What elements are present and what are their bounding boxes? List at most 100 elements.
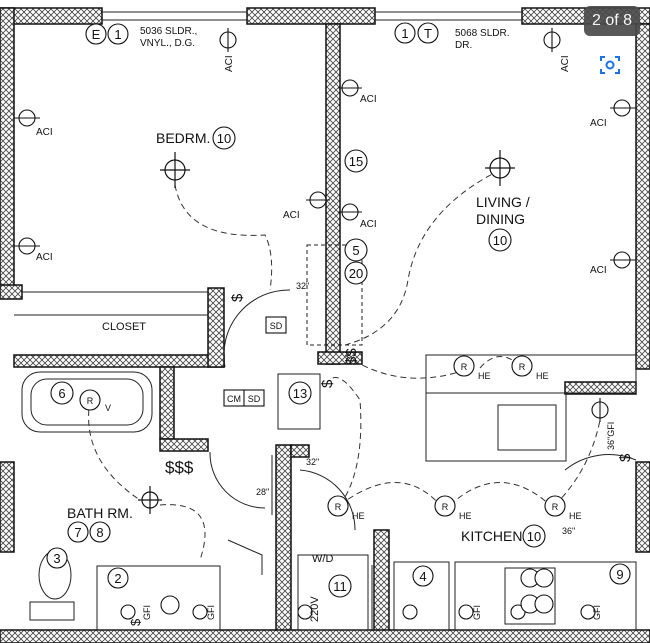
door-width-label: 36" — [562, 526, 575, 536]
tag-t-text: T — [424, 26, 432, 41]
tag-1-left — [107, 23, 129, 45]
gfi-label: GFI — [472, 605, 482, 620]
door-width-label: 32" — [306, 457, 319, 467]
sd-label: SD — [248, 394, 261, 404]
tag-4 — [412, 565, 434, 587]
tag-1-right — [394, 22, 416, 44]
room-label-closet: CLOSET — [102, 321, 146, 333]
slider-note-left-2: VNYL., D.G. — [140, 38, 195, 49]
tag-1-right-text: 1 — [401, 26, 408, 41]
tag-11 — [328, 574, 352, 598]
smoke-detector-box — [265, 316, 287, 334]
page-counter-badge: 2 of 8 — [583, 6, 640, 36]
slider-note-right: 5068 SLDR. — [455, 28, 509, 39]
room-label-dining: DINING — [476, 211, 525, 227]
tag-kitchen-10 — [522, 524, 546, 548]
he-label: HE — [352, 511, 365, 521]
sliding-doors — [14, 11, 522, 316]
tag-15-text: 15 — [349, 154, 363, 169]
tag-11-text: 11 — [333, 579, 347, 594]
gfi-label: GFI — [142, 605, 152, 620]
tag-3 — [46, 547, 68, 569]
circuit-wiring — [88, 169, 601, 561]
room-label-living: LIVING / — [476, 194, 530, 210]
tag-20 — [344, 261, 368, 285]
tag-6-text: 6 — [58, 386, 65, 401]
walls — [0, 7, 650, 643]
tag-living-10 — [488, 228, 512, 252]
tag-9 — [609, 563, 631, 585]
tag-bedroom-10-text: 10 — [217, 131, 231, 146]
vent-label: V — [105, 403, 111, 413]
tag-7 — [67, 521, 89, 543]
door-width-label: 32" — [296, 281, 309, 291]
he-label: HE — [478, 371, 491, 381]
he-label: HE — [459, 511, 472, 521]
he-label: HE — [536, 371, 549, 381]
he-label: HE — [569, 511, 582, 521]
tag-1-left-text: 1 — [114, 27, 121, 42]
tag-living-10-text: 10 — [493, 233, 507, 248]
tag-bedroom-10 — [212, 126, 236, 150]
tag-7-text: 7 — [74, 525, 81, 540]
switch-triple-icon: $$$ — [165, 458, 194, 477]
recessed-light-r: R — [552, 502, 559, 512]
recessed-light-r: R — [519, 362, 526, 372]
fixtures-outlines — [21, 244, 637, 631]
tag-5-text: 5 — [352, 243, 359, 258]
aci-label: ACI — [224, 55, 235, 72]
sd-label: SD — [270, 321, 283, 331]
room-label-kitchen: KITCHEN — [461, 528, 522, 544]
tag-6 — [50, 381, 74, 405]
tag-3-text: 3 — [53, 551, 60, 566]
slider-note-left: 5036 SLDR., — [140, 26, 197, 37]
recessed-light-r: R — [87, 396, 94, 406]
switch-icon: $ — [617, 453, 634, 462]
tag-13 — [288, 381, 312, 405]
switch-double-icon: $$ — [343, 348, 360, 365]
outlet-icon — [14, 28, 636, 620]
switch-icon: $ — [319, 379, 336, 388]
recessed-light-r: R — [461, 362, 468, 372]
aci-label: ACI — [360, 94, 377, 105]
gfi-36-label: 36"GFI — [606, 422, 616, 450]
aci-label: ACI — [36, 127, 53, 138]
tag-e-text: E — [92, 27, 101, 42]
tag-2-text: 2 — [114, 571, 121, 586]
220v-label: 220V — [309, 596, 321, 622]
tag-20-text: 20 — [349, 266, 363, 281]
ceiling-light-icon — [485, 150, 515, 186]
room-label-bath: BATH RM. — [67, 505, 133, 521]
room-label-wd: W/D — [312, 553, 333, 565]
tag-8 — [89, 521, 111, 543]
ceiling-light-icon — [138, 486, 162, 514]
slider-note-right-2: DR. — [455, 40, 472, 51]
switch-icon: $ — [229, 293, 246, 302]
aci-label: ACI — [360, 219, 377, 230]
visual-search-icon[interactable] — [598, 53, 622, 77]
aci-label: ACI — [36, 252, 53, 263]
tag-4-text: 4 — [419, 569, 426, 584]
aci-label: ACI — [590, 265, 607, 276]
ceiling-light-icon — [160, 152, 190, 188]
recessed-light-icon — [79, 355, 566, 517]
tag-15 — [344, 149, 368, 173]
tag-t — [417, 22, 439, 44]
tag-2 — [107, 567, 129, 589]
aci-label: ACI — [283, 210, 300, 221]
tag-9-text: 9 — [616, 567, 623, 582]
aci-label: ACI — [590, 118, 607, 129]
cm-label: CM — [227, 394, 241, 404]
door-width-label: 28" — [256, 487, 269, 497]
recessed-light-r: R — [442, 502, 449, 512]
door-swings — [209, 289, 637, 575]
tag-8-text: 8 — [96, 525, 103, 540]
room-label-bedroom: BEDRM. — [156, 130, 210, 146]
gfi-label: GFI — [592, 605, 602, 620]
tag-kitchen-10-text: 10 — [527, 529, 541, 544]
tag-13-text: 13 — [293, 386, 307, 401]
tag-5 — [344, 238, 368, 262]
gfi-label: GFI — [206, 605, 216, 620]
recessed-light-r: R — [335, 502, 342, 512]
